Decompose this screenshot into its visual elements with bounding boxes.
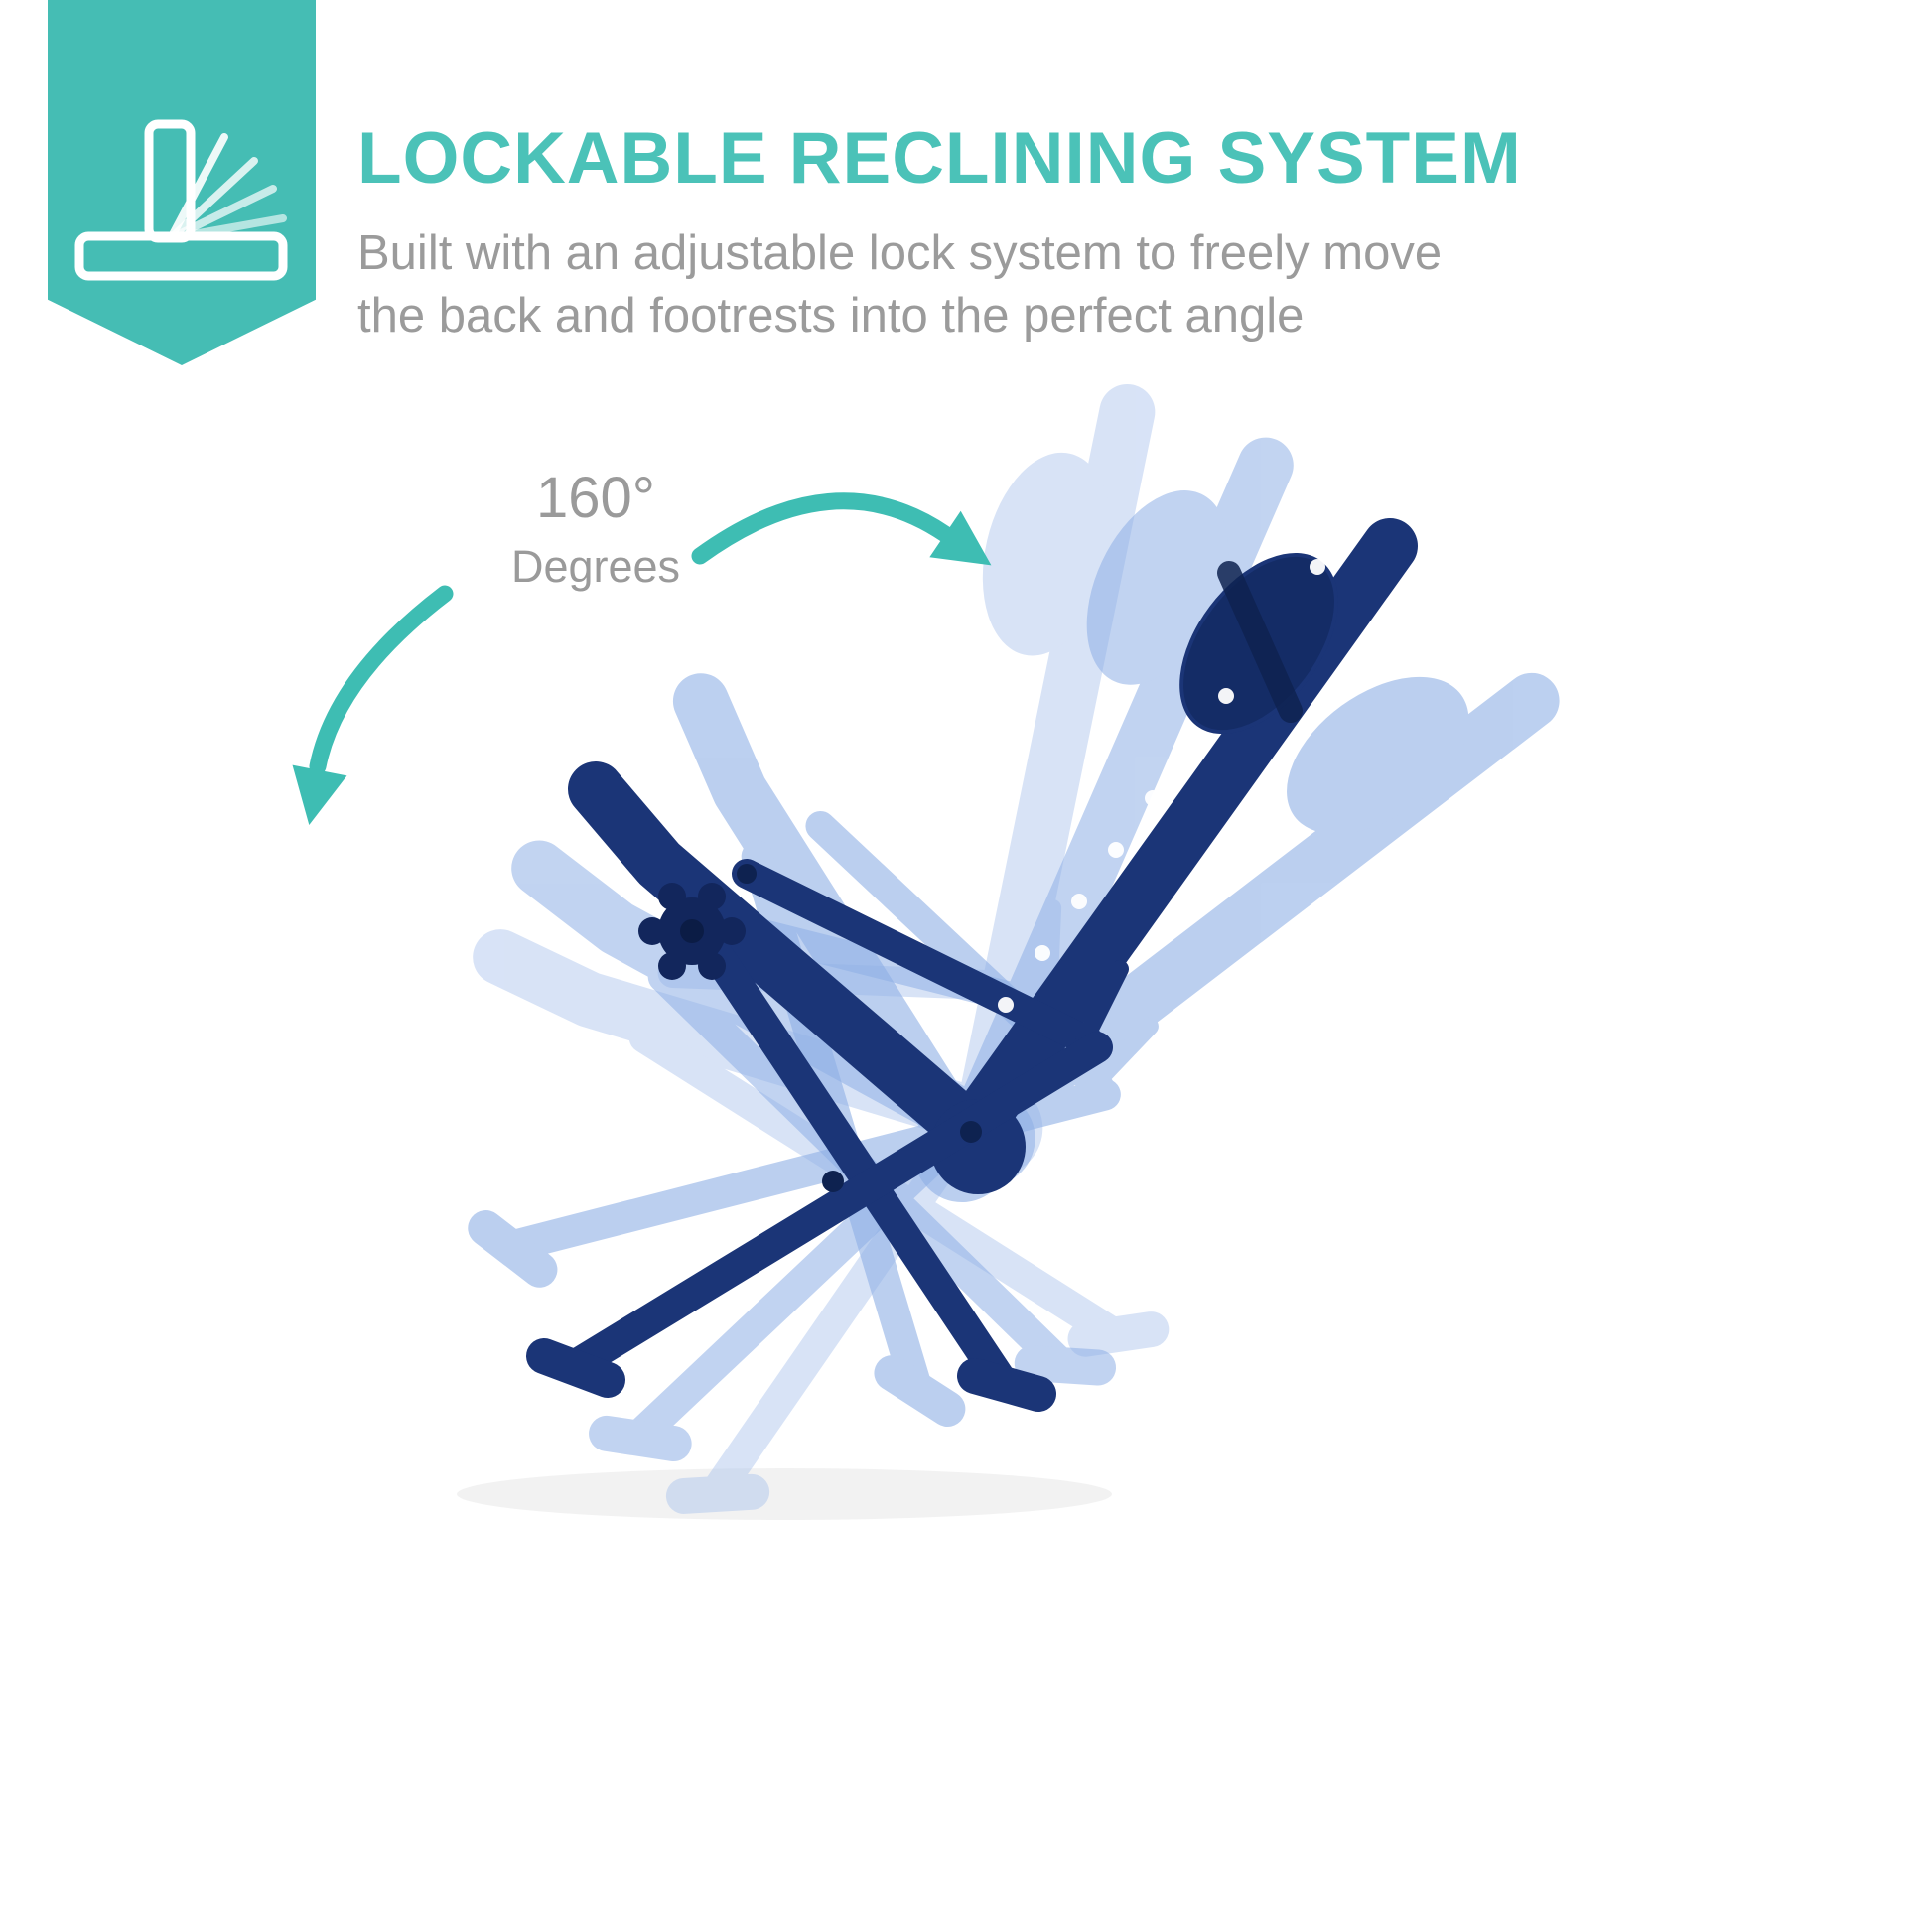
- degrees-value: 160°: [536, 466, 655, 530]
- subtitle-line-1: Built with an adjustable lock system to …: [357, 226, 1443, 280]
- floor-shadow: [457, 1468, 1112, 1520]
- bungee-lacing-dots: [555, 559, 1325, 1013]
- degrees-annotation: 160° Degrees: [467, 465, 725, 593]
- page-title: LOCKABLE RECLINING SYSTEM: [357, 118, 1522, 199]
- curve-arrow-right-icon: [691, 492, 992, 566]
- main-chair: [544, 524, 1390, 1394]
- curve-arrow-down-icon: [292, 585, 454, 825]
- subtitle-line-2: the back and footrests into the perfect …: [357, 288, 1305, 343]
- banner-ribbon: [48, 0, 316, 365]
- page-subtitle: Built with an adjustable lock system to …: [357, 222, 1442, 346]
- degrees-label: Degrees: [510, 541, 681, 592]
- recline-adjust-icon: [74, 119, 288, 281]
